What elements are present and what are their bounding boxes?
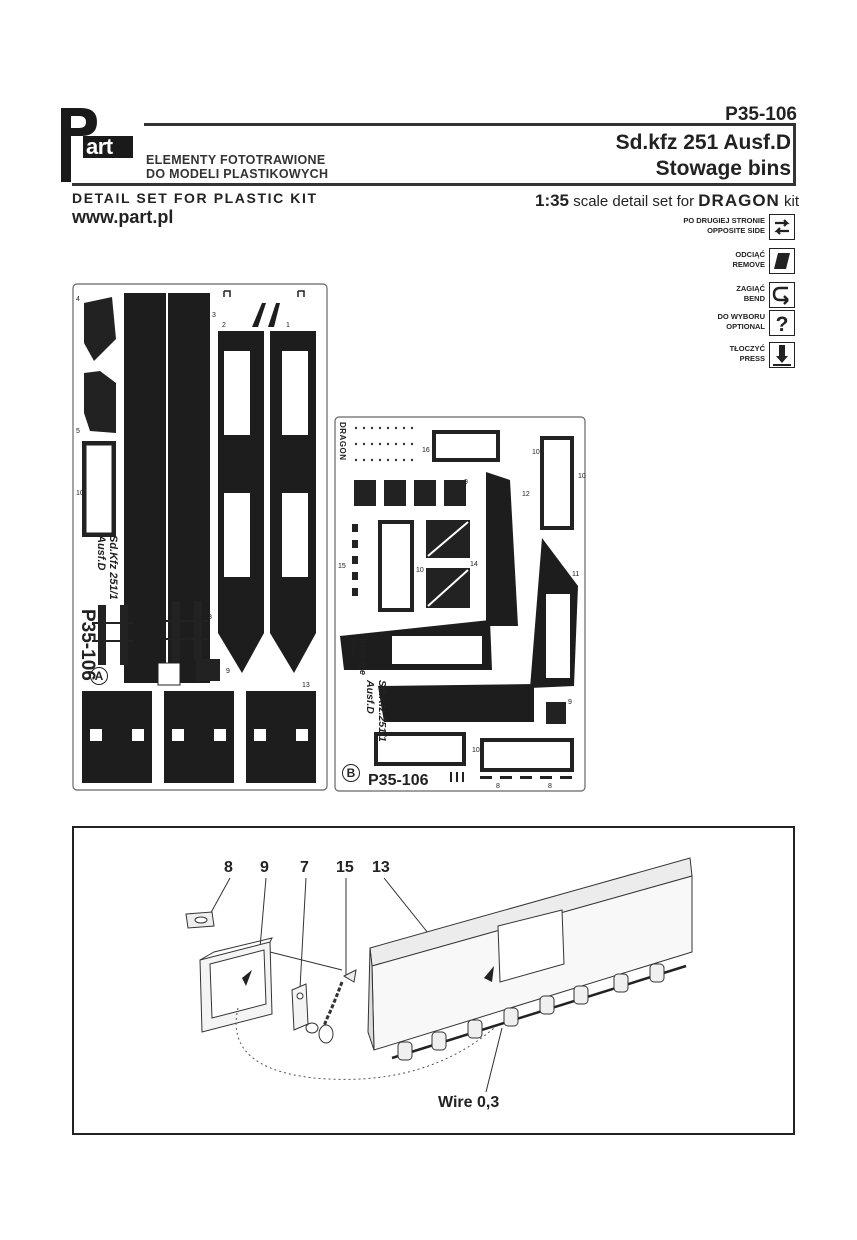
part-number-label: 15 [338,563,346,570]
part-number-label: 9 [464,479,468,486]
legend-en: PRESS [739,354,765,363]
part-logo: art [57,104,137,184]
legend-en: OPPOSITE SIDE [707,226,765,235]
fret-b-stowage-1: Stowage [358,638,368,676]
callout-part-7: 7 [300,859,309,876]
fret-a-vertical-text: Sd.Kfz 251/1 Ausf.D [95,535,119,600]
scale-text-end: kit [784,193,799,210]
part-number-label: 13 [302,682,310,689]
assembly-diagram: 8 9 7 15 13 Wire 0,3 [72,826,795,1135]
fret-a-model: Sd.Kfz 251/1 [107,535,119,600]
header-rule-right [793,123,796,186]
flip-icon [769,214,795,240]
fret-a-drawing: 4 5 10 3 1 2 6 8 9 13 [72,283,328,791]
fret-b-code: P35-106 [368,772,429,789]
scale-brand: DRAGON [698,191,780,210]
part-number-label: 12 [522,491,530,498]
fret-a-variant: Ausf.D [95,535,107,570]
callout-part-9: 9 [260,859,269,876]
fret-b-vertical-text: Sd.Kfz.251/1 Ausf.D [364,680,388,742]
scale-value: 1:35 [534,191,570,210]
fret-a-letter: A [90,667,108,685]
page-title: Sd.kfz 251 Ausf.D Stowage bins [616,130,791,182]
part-number-label: 1 [286,322,290,329]
part-number-label: 10 [76,490,84,497]
logo-suffix: art [86,134,113,159]
question-icon: ? [769,310,795,336]
part-number-label: 8 [496,783,500,790]
part-number-label: 14 [470,561,478,568]
part-number-label: 5 [76,428,80,435]
legend-en: REMOVE [732,260,765,269]
header-rule-top [144,123,795,126]
part-number-label: 16 [422,447,430,454]
legend-pl: DO WYBORU [717,312,766,321]
fret-b-stowage-2: bins [348,638,358,657]
part-number-label: 11 [572,571,579,578]
polish-subtitle-2: DO MODELI PLASTIKOWYCH [146,167,329,181]
part-number-label: 8 [208,614,212,621]
part-number-label: 3 [212,312,216,319]
fret-a: 4 5 10 3 1 2 6 8 9 13 Sd.Kfz 251/1 Ausf.… [72,283,328,791]
svg-text:?: ? [776,313,789,336]
fret-b-stowage-text: Stowage bins [348,638,368,675]
title-line-2: Stowage bins [655,157,791,180]
legend-en: OPTIONAL [726,322,765,331]
part-number-label: 10 [578,473,586,480]
scale-line: 1:35 scale detail set for DRAGON kit [535,191,799,211]
part-number-label: 10 [416,567,424,574]
fret-b-brand: DRAGON [338,422,347,461]
fret-b-variant: Ausf.D [364,680,376,714]
legend-en: BEND [743,294,765,303]
fret-b-model: Sd.Kfz.251/1 [376,680,388,742]
press-icon [769,342,795,368]
header-rule-bottom [72,183,795,186]
part-number-label: 2 [222,322,226,329]
remove-icon [769,248,795,274]
website-link[interactable]: www.part.pl [72,207,174,227]
legend-pl: ZAGIĄĆ [736,284,765,293]
callout-part-15: 15 [336,859,354,876]
fret-b-letter: B [342,764,360,782]
part-number-label: 10 [472,747,480,754]
part-number-label: 10 [532,449,540,456]
fret-b-drawing: 16 10 10 9 12 10 14 15 11 9 10 8 8 [334,416,586,792]
product-code: P35-106 [725,104,797,125]
wire-label: Wire 0,3 [438,1094,500,1111]
part-number-label: 9 [568,699,572,706]
title-line-1: Sd.kfz 251 Ausf.D [615,131,791,154]
legend-pl: TŁOCZYĆ [729,344,765,353]
part-number-label: 4 [76,296,80,303]
assembly-drawing [185,857,693,1093]
scale-text-mid: scale detail set for [573,193,695,210]
part-number-label: 9 [226,668,230,675]
legend-pl: ODCIĄĆ [735,250,765,259]
legend-pl: PO DRUGIEJ STRONIE [683,216,765,225]
part-number-label: 6 [134,630,138,637]
bend-icon [769,282,795,308]
polish-subtitle-1: ELEMENTY FOTOTRAWIONE [146,153,326,167]
fret-b: 16 10 10 9 12 10 14 15 11 9 10 8 8 DRAGO… [334,416,586,792]
callout-part-13: 13 [372,859,390,876]
part-number-label: 8 [548,783,552,790]
detail-set-label: DETAIL SET FOR PLASTIC KIT [72,190,318,206]
callout-part-8: 8 [224,859,233,876]
